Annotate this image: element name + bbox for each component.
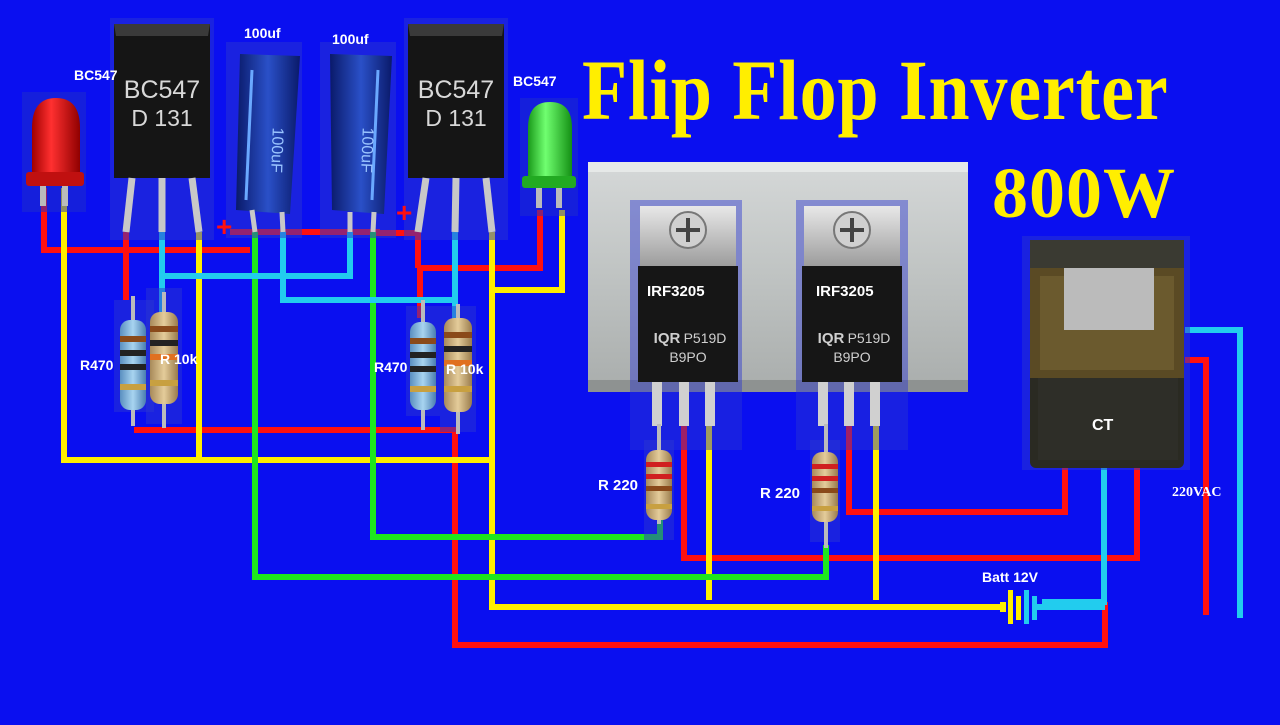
c2-marking: 100uF (357, 127, 376, 173)
label-r470-left: R470 (80, 357, 114, 373)
label-ct: CT (1092, 417, 1114, 434)
mosfet2-code-1: P519D (848, 330, 891, 346)
mosfet1-code-2: B9PO (669, 349, 706, 365)
q2-marking-2: D 131 (425, 105, 486, 131)
mosfet1-code-1: P519D (684, 330, 727, 346)
resistor-r10k-left (146, 288, 182, 428)
transformer (1022, 236, 1190, 470)
resistor-r470-right (406, 300, 440, 430)
wire-red-r470-bottom (134, 427, 1108, 648)
label-q1: BC547 (74, 67, 118, 83)
label-battery: Batt 12V (982, 569, 1039, 585)
red-led (22, 92, 86, 212)
label-r220-left: R 220 (598, 477, 638, 494)
wire-red-led2 (417, 210, 543, 318)
label-mosfet1: IRF3205 (647, 283, 705, 300)
labels: BC547 BC547 100uf 100uf R470 R 10k R470 … (74, 25, 1222, 585)
label-c2: 100uf (332, 31, 369, 47)
wire-red-ac-out (1185, 357, 1209, 615)
q2-marking-1: BC547 (418, 76, 494, 104)
resistor-r220-left (644, 424, 674, 540)
resistor-r10k-right (440, 304, 476, 434)
mosfet-2: IQR P519D B9PO (796, 200, 908, 450)
mosfet-1: IQR P519D B9PO (630, 200, 742, 450)
label-mosfet2: IRF3205 (816, 283, 874, 300)
label-r10k-right: R 10k (446, 361, 484, 377)
wire-red-mosfet2-drain (846, 425, 1068, 515)
plus-sign-c2: + (396, 197, 412, 228)
page-subtitle: 800W (992, 153, 1176, 233)
capacitor-c2: 100uF (320, 42, 396, 238)
capacitor-c1: 100uF (226, 42, 302, 238)
label-ac-out: 220VAC (1172, 485, 1222, 500)
battery-symbol (1000, 590, 1105, 624)
wire-green-cap1 (252, 232, 829, 580)
resistor-r220-right (810, 424, 840, 548)
wire-yellow-led2 (492, 210, 565, 293)
mosfet2-logo: IQR (818, 330, 845, 347)
green-led (520, 98, 578, 216)
label-r470-right: R470 (374, 359, 408, 375)
c1-marking: 100uF (267, 127, 286, 173)
transistor-q2: BC547 D 131 (404, 18, 508, 240)
label-r10k-left: R 10k (160, 351, 198, 367)
label-q2: BC547 (513, 73, 557, 89)
wire-yellow-right-tr (489, 232, 1000, 610)
plus-sign-c1: + (216, 211, 232, 242)
wire-cyan-ct (1042, 434, 1107, 605)
transistor-q1: BC547 D 131 (110, 18, 214, 240)
label-c1: 100uf (244, 25, 281, 41)
mosfet1-logo: IQR (654, 330, 681, 347)
mosfet2-code-2: B9PO (833, 349, 870, 365)
q1-marking-1: BC547 (124, 76, 200, 104)
wire-yellow-led1 (61, 188, 492, 463)
q1-marking-2: D 131 (131, 105, 192, 131)
wire-cyan-ac-out (1185, 327, 1243, 618)
wire-cyan-q1-base-link (162, 232, 353, 279)
page-title: Flip Flop Inverter (582, 42, 1169, 138)
label-r220-right: R 220 (760, 485, 800, 502)
